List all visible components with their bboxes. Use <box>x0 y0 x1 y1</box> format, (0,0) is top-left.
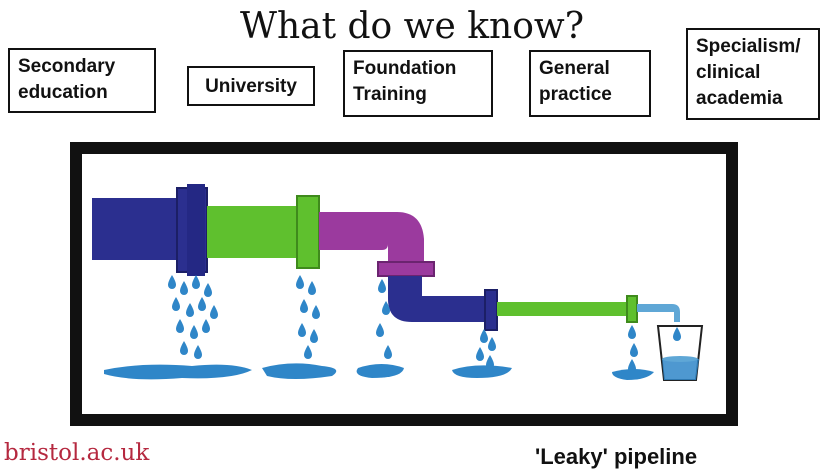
pipe-flange <box>296 195 320 269</box>
stage-box-secondary-education: Secondary education <box>8 48 156 113</box>
water-puddles <box>104 363 654 380</box>
stage-label: University <box>205 76 297 97</box>
pipe-flange <box>377 261 435 277</box>
stage-label: General practice <box>539 58 612 105</box>
leak-drops-secondary <box>168 275 218 359</box>
stage-box-university: University <box>187 66 315 106</box>
leak-drops-university <box>296 275 320 359</box>
stage-box-specialism-clinical-academia: Specialism/ clinical academia <box>686 28 820 120</box>
stage-label: Specialism/ clinical academia <box>696 36 801 109</box>
pipe-flange <box>484 289 498 331</box>
leak-drops-general-practice <box>476 329 496 369</box>
pipe-segment-university <box>207 206 309 258</box>
slide-title: What do we know? <box>239 6 585 47</box>
pipe-segment-secondary <box>92 198 187 260</box>
pipeline-illustration-frame <box>70 142 738 426</box>
stage-label: Foundation Training <box>353 58 457 105</box>
pipe-flange <box>626 295 638 323</box>
diagram-caption: 'Leaky' pipeline <box>535 444 698 469</box>
leak-drops-specialism <box>628 325 638 373</box>
pipe-segment-specialism <box>497 302 629 316</box>
brand-url: bristol.ac.uk <box>4 440 150 466</box>
leaky-pipeline-illustration <box>92 184 704 381</box>
stage-label: Secondary education <box>18 56 116 103</box>
stage-box-foundation-training: Foundation Training <box>343 50 493 117</box>
stage-box-general-practice: General practice <box>529 50 651 117</box>
water-glass <box>656 325 704 381</box>
pipe-segment-foundation <box>319 212 424 264</box>
pipe-segment-general-practice <box>388 276 487 322</box>
pipe-spout <box>637 304 680 322</box>
